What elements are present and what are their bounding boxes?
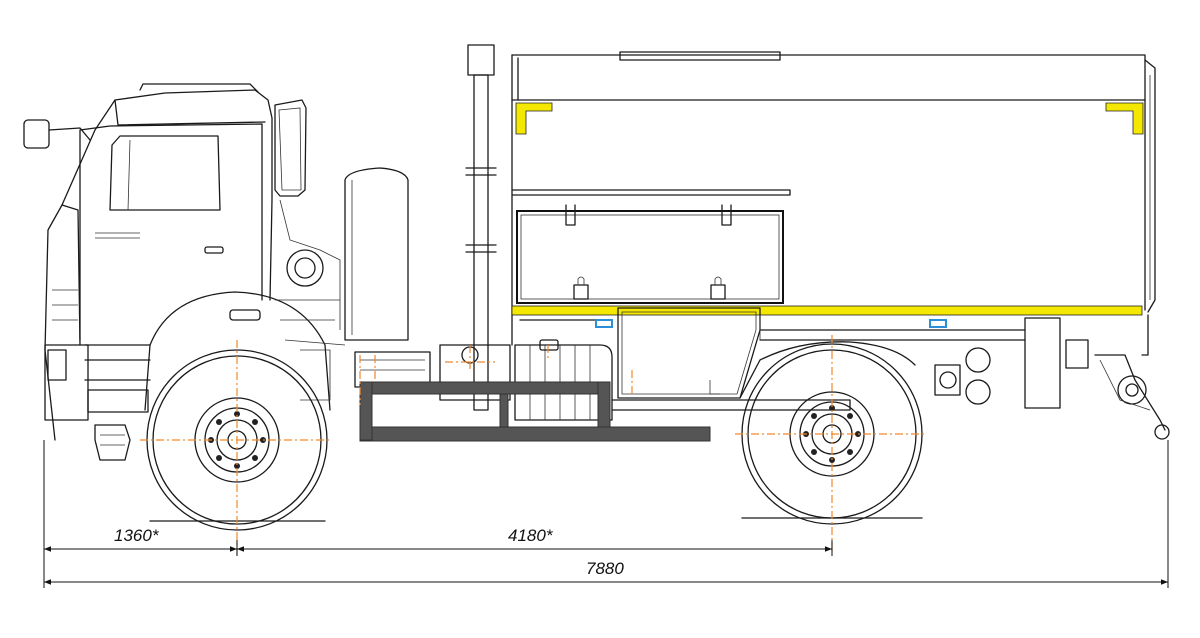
engine-area (275, 44, 511, 411)
rear-hitch (934, 347, 1170, 440)
dimension-front-overhang: 1360* (114, 526, 160, 545)
dimension-overall-length: 7880 (586, 559, 624, 578)
cab (23, 83, 307, 461)
cargo-body (511, 51, 1156, 411)
fuel-tank (514, 339, 613, 421)
center-axes (140, 335, 925, 555)
dimension-wheelbase: 4180* (508, 526, 554, 545)
front-fender (149, 291, 331, 411)
chassis-frame (359, 381, 711, 442)
rear-fender (739, 341, 916, 399)
dimension-lines (43, 440, 1169, 588)
